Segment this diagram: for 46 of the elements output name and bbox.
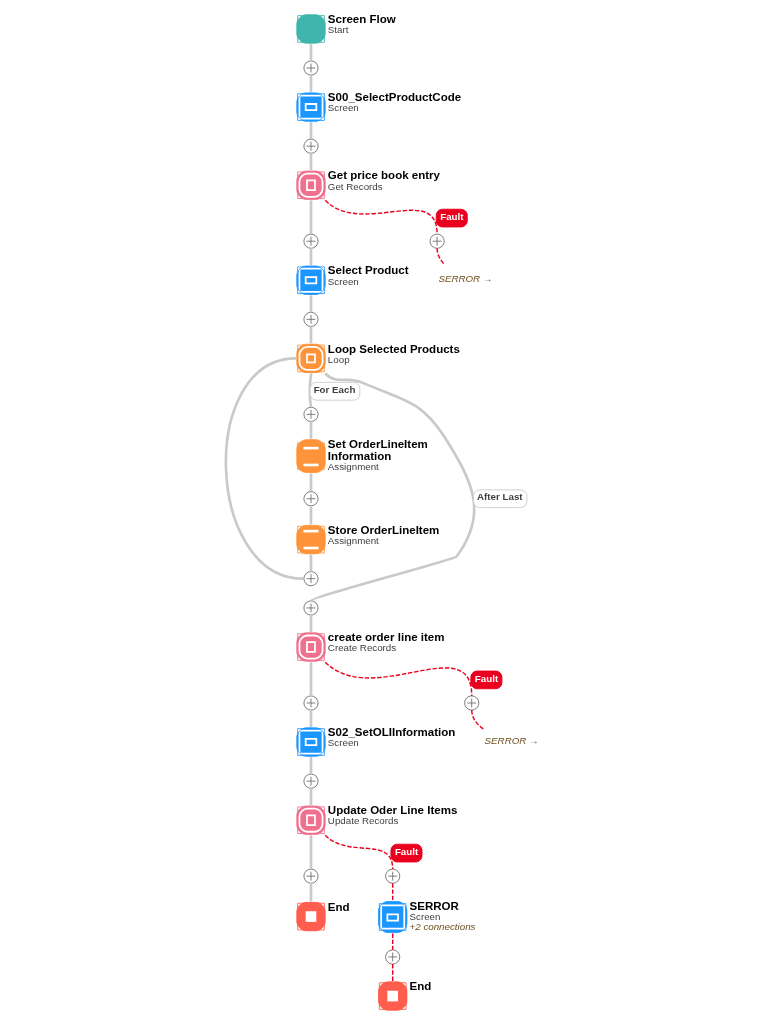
connector xyxy=(224,357,303,580)
connector xyxy=(309,200,312,235)
node-label: +2 connections xyxy=(409,920,475,932)
node-label: Select Product xyxy=(327,264,409,277)
node-label: Screen xyxy=(327,737,359,749)
connector xyxy=(324,661,472,697)
node-label: End xyxy=(327,900,350,913)
edge-label: After Last xyxy=(476,491,523,503)
node-label: Update Records xyxy=(327,815,398,827)
connector xyxy=(324,834,393,870)
node-text: SERROR → xyxy=(484,734,539,746)
node-label: Set OrderLineItem Information xyxy=(327,438,428,462)
node-text: SERROR → xyxy=(437,272,493,284)
edge-label: Fault xyxy=(394,845,418,857)
node-label: End xyxy=(409,980,431,993)
node-label: Update Oder Line Items xyxy=(327,804,457,817)
node-label: Loop Selected Products xyxy=(327,342,460,355)
connector xyxy=(391,882,393,902)
connector xyxy=(309,662,312,696)
node-label: SERROR xyxy=(409,899,459,912)
edge-label: Fault xyxy=(439,210,463,222)
connector xyxy=(470,709,484,730)
node-label: Screen xyxy=(327,102,359,114)
node-label: S02_SetOLIInformation xyxy=(327,726,455,739)
node-label: Loop xyxy=(327,353,350,365)
node-label: S00_SelectProductCode xyxy=(327,91,461,104)
connector xyxy=(309,835,312,870)
connector xyxy=(324,199,438,235)
node-label: Get Records xyxy=(327,180,383,192)
node-label: Screen Flow xyxy=(327,13,396,26)
connector xyxy=(391,963,393,982)
node-label: Store OrderLineItem xyxy=(327,523,439,536)
node-label: Assignment xyxy=(327,534,379,546)
node-label: Screen xyxy=(327,275,359,287)
node-label: create order line item xyxy=(327,631,445,644)
node-label: Assignment xyxy=(327,460,379,472)
edge-label: Fault xyxy=(474,672,498,684)
connector xyxy=(391,932,393,951)
connector xyxy=(307,373,312,408)
node-label: Get price book entry xyxy=(327,169,440,182)
node-label: Screen xyxy=(409,910,440,922)
edge-label: For Each xyxy=(313,383,355,395)
connector xyxy=(435,247,445,265)
node-label: Start xyxy=(327,24,348,36)
connector xyxy=(309,883,312,902)
node-label: Create Records xyxy=(327,642,396,654)
